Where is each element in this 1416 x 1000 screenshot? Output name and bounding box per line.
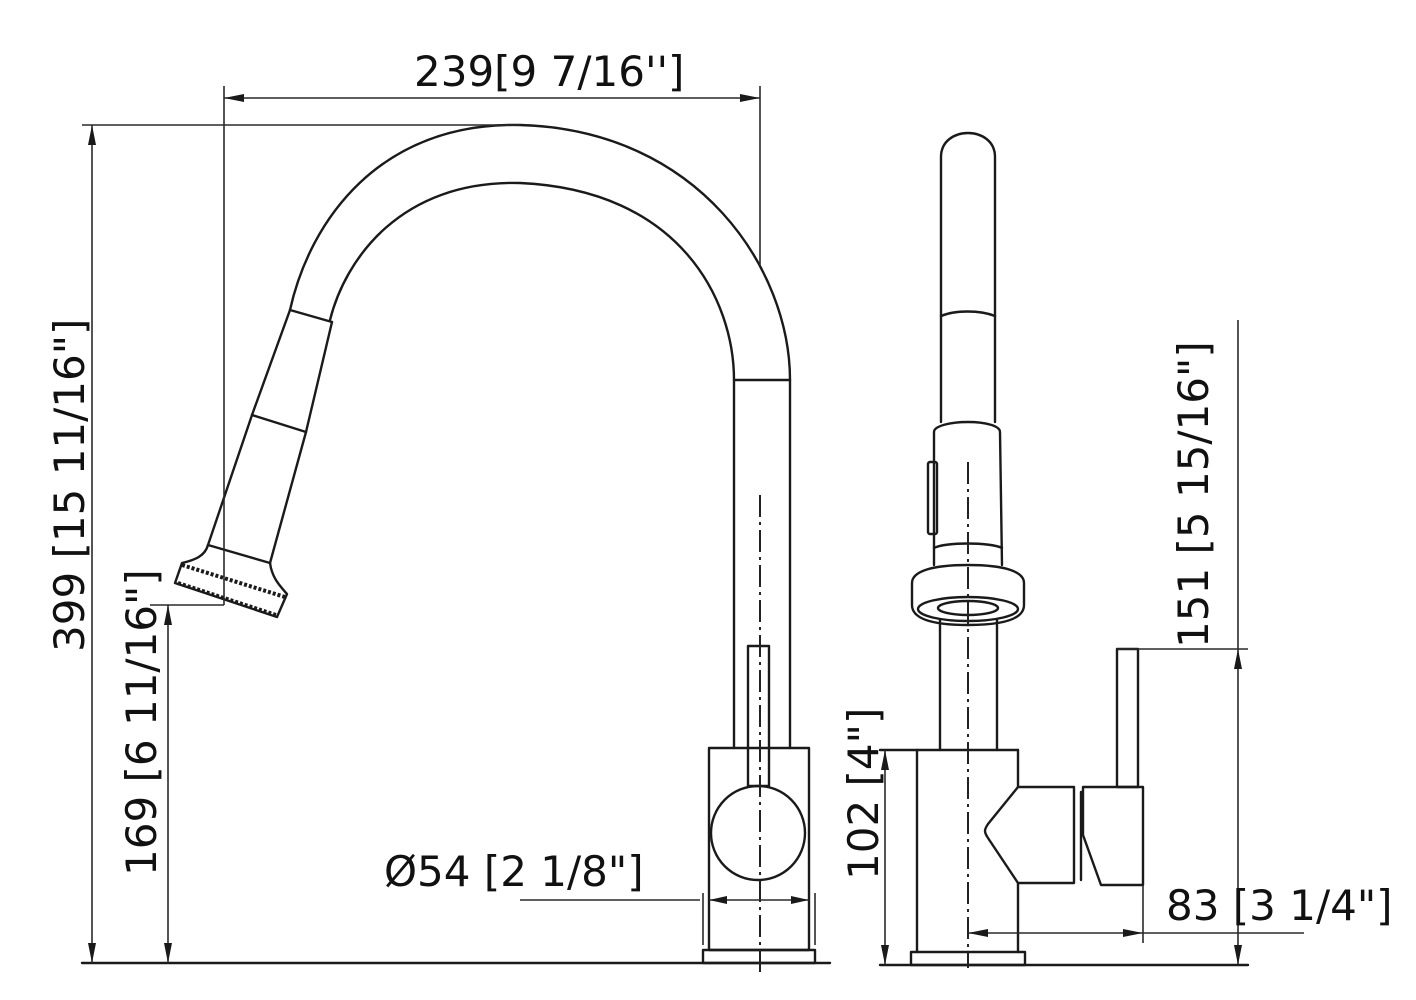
spout-outer-curve <box>288 123 792 750</box>
reach-label: 239[9 7/16''] <box>414 47 684 96</box>
spout-inner-curve <box>328 181 736 750</box>
arrow-down <box>881 945 889 965</box>
front-view: 239[9 7/16''] 399 [15 11/16"] 169 [6 11/… <box>45 47 832 972</box>
side-lever <box>1115 647 1140 789</box>
wand-right-lower <box>268 430 308 565</box>
upper-tube <box>939 131 997 424</box>
spray-face-hatch <box>177 581 277 617</box>
base-diameter-label: Ø54 [2 1/8"] <box>384 847 644 896</box>
handle-cap <box>1081 785 1145 887</box>
handle-height-label: 151 [5 15/16"] <box>1169 341 1218 648</box>
upper-tube-joint <box>939 310 997 318</box>
overall-height-label: 399 [15 11/16"] <box>45 319 94 652</box>
body-height-label: 102 [4"] <box>839 708 888 880</box>
wand-right-upper <box>304 320 334 434</box>
arrow-up <box>88 125 96 145</box>
wand-joint-low <box>206 543 272 565</box>
arrow-right <box>740 94 760 102</box>
arrow-down <box>1234 945 1242 965</box>
lever-handle <box>746 644 771 788</box>
arrow-down <box>164 943 172 963</box>
handle-reach-label: 83 [3 1/4"] <box>1166 881 1393 930</box>
cartridge-housing <box>983 785 1076 885</box>
arrow-up <box>1234 649 1242 669</box>
wand-body-side <box>932 420 1004 567</box>
arrow-left <box>224 94 244 102</box>
arrow-right <box>791 896 809 904</box>
arrow-up <box>881 750 889 770</box>
wand-left-upper <box>250 308 292 417</box>
spray-head-side <box>910 563 1026 627</box>
arrow-up <box>164 605 172 625</box>
arrow-left <box>709 896 727 904</box>
spray-face-hatch <box>181 563 286 599</box>
wand-joint-mid <box>250 413 308 434</box>
arrow-left <box>968 929 988 937</box>
outlet-height-label: 169 [6 11/16"] <box>117 569 166 876</box>
handle-hub <box>709 784 807 882</box>
arrow-down <box>88 943 96 963</box>
side-view: 151 [5 15/16"] 102 [4"] 83 [3 1/4"] <box>839 131 1393 968</box>
wand-left-lower <box>206 413 254 547</box>
wand-joint-top <box>288 308 334 324</box>
arrow-right <box>1123 929 1143 937</box>
spray-button <box>926 460 939 536</box>
